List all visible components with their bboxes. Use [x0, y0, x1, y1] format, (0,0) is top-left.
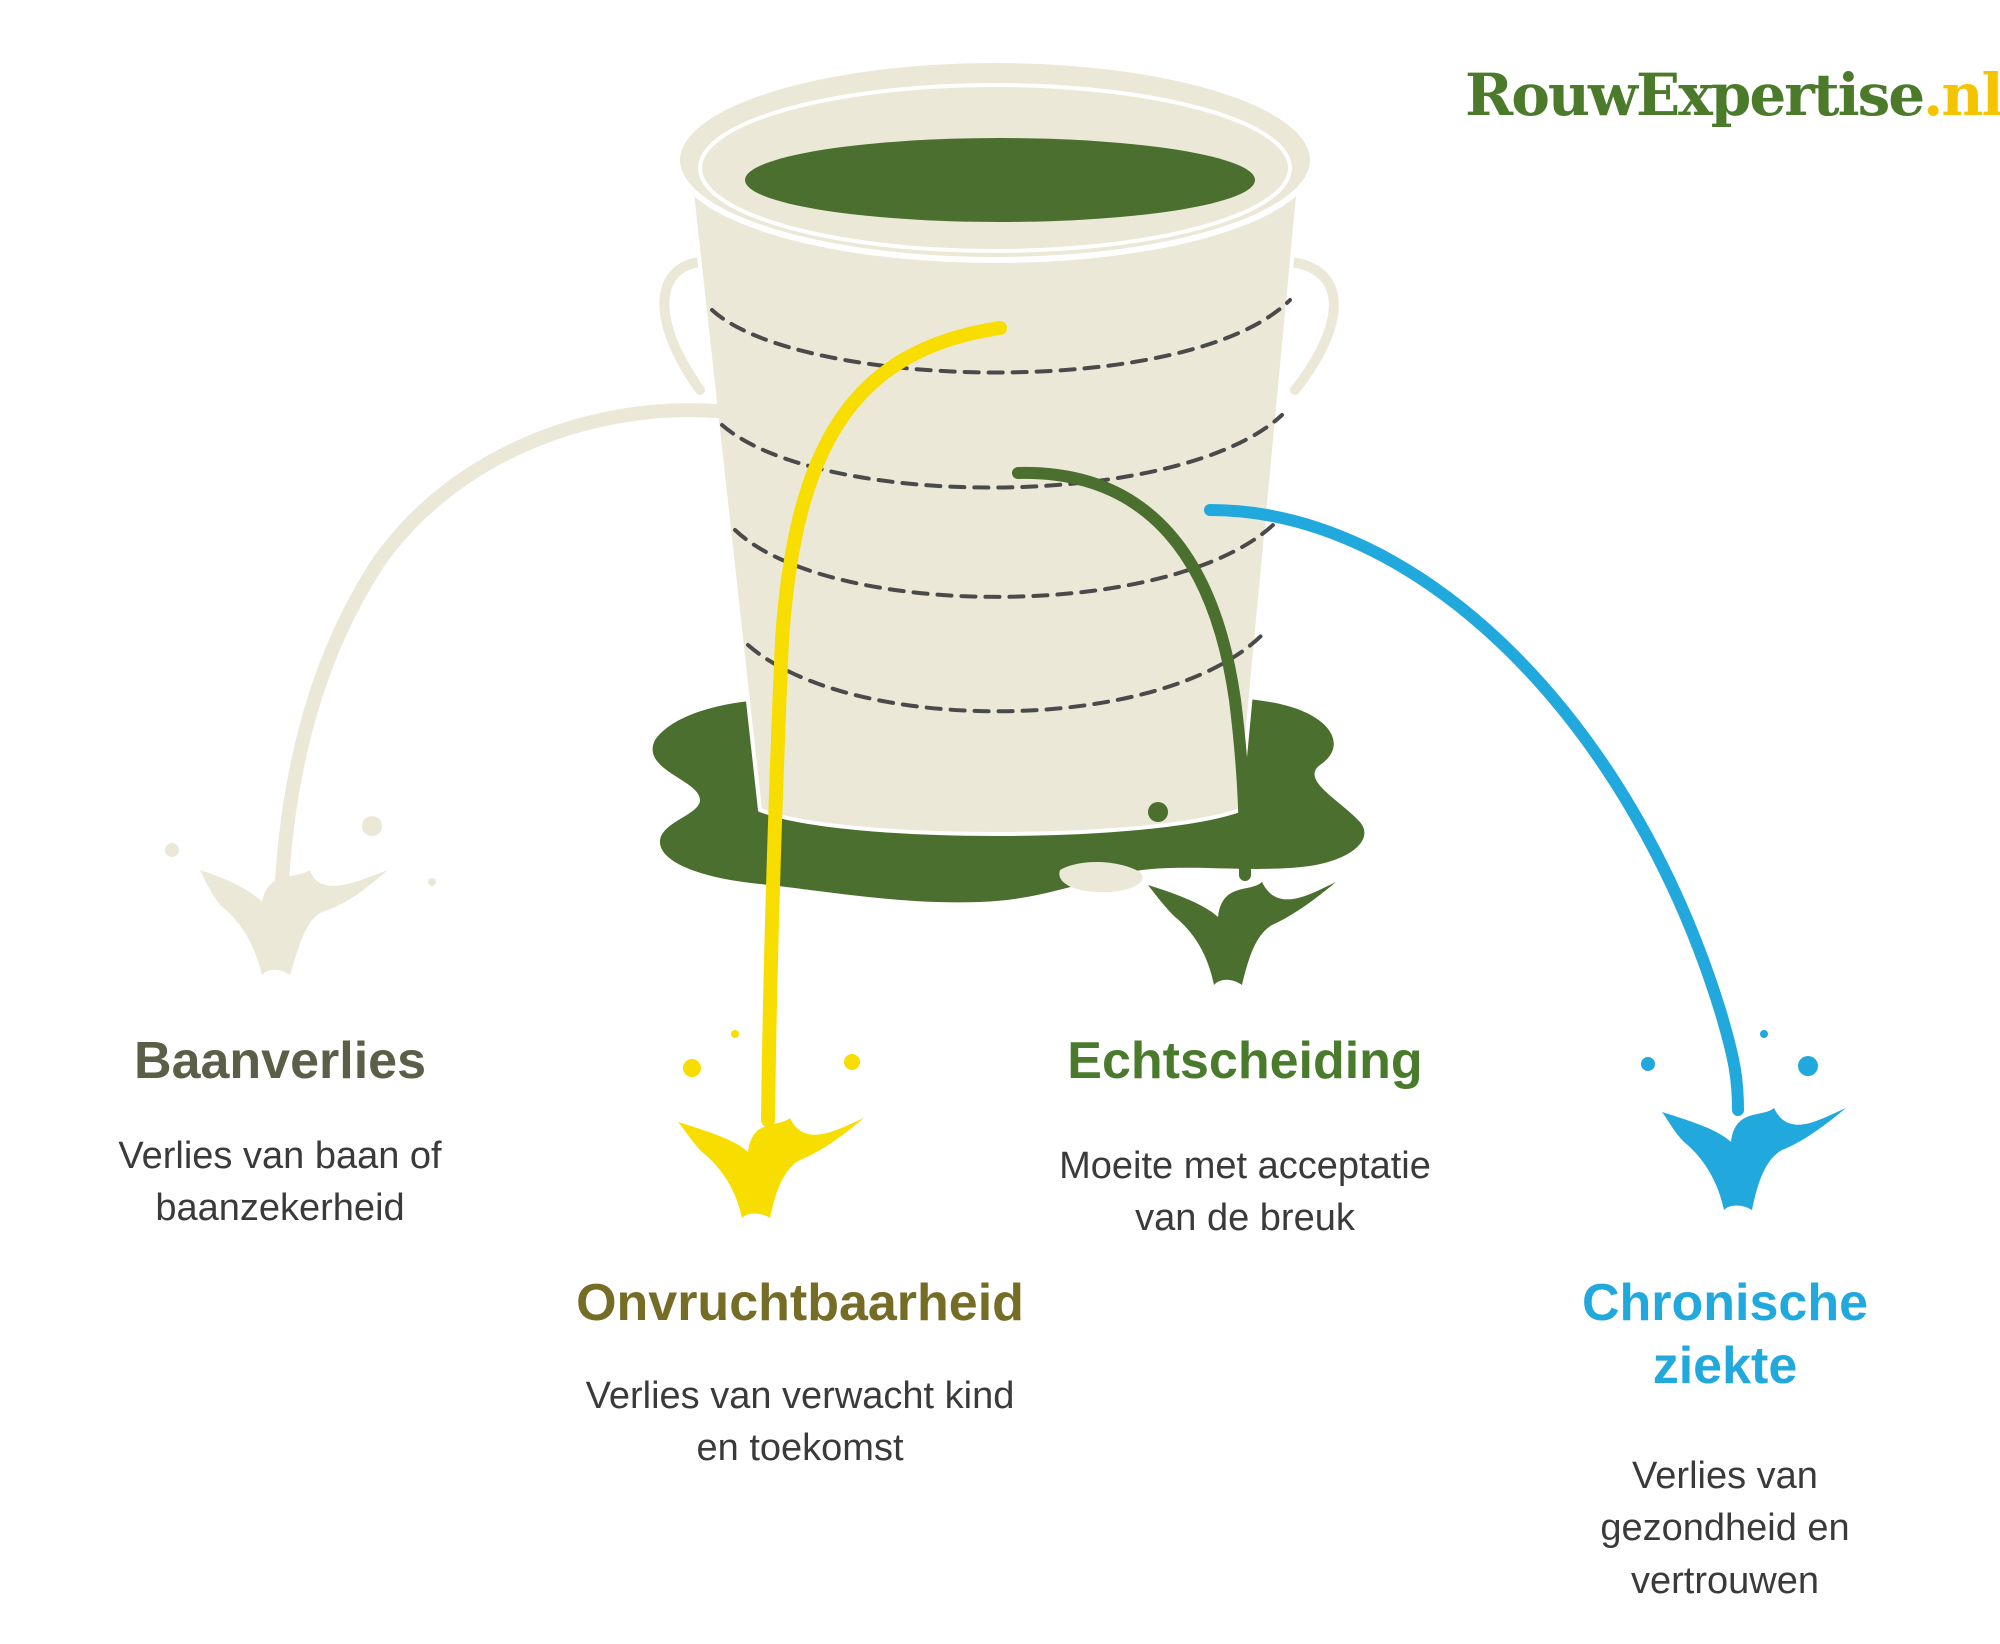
bucket-handle [659, 257, 705, 395]
logo-brand-text: RouwExpertise [1465, 61, 1925, 129]
logo-tld-text: .nl [1923, 61, 2000, 129]
chronische-ziekte-description: Verlies van gezondheid en vertrouwen [1600, 1455, 1850, 1602]
onvruchtbaarheid-title: Onvruchtbaarheid [576, 1274, 1024, 1332]
bucket-water [745, 138, 1255, 222]
blue-stream [1204, 504, 1744, 1116]
water-splash-puddle [1059, 861, 1143, 893]
blue-splash [1641, 1030, 1846, 1210]
bucket-body [687, 173, 1303, 836]
bucket-rim-inner [698, 83, 1292, 253]
chronische-ziekte-title: Chronische ziekte [1581, 1274, 1869, 1396]
echtscheiding-description: Moeite met acceptatie van de breuk [1059, 1145, 1431, 1240]
yellow-stream [761, 321, 1007, 1127]
onvruchtbaarheid-description: Verlies van verwacht kind en toekomst [585, 1375, 1015, 1470]
green-splash [1148, 802, 1336, 985]
bucket-seam-4 [746, 633, 1264, 714]
yellow-splash [678, 1030, 864, 1218]
baanverlies-description: Verlies van baan of baanzekerheid [118, 1135, 442, 1230]
bucket-handle-right [1285, 257, 1339, 395]
cream-stream [275, 403, 819, 887]
echtscheiding-title: Echtscheiding [1067, 1032, 1423, 1090]
baanverlies-title: Baanverlies [134, 1032, 426, 1090]
green-stream [1012, 466, 1251, 881]
bucket-seam-1 [710, 298, 1292, 375]
cream-splash [165, 816, 436, 975]
rouwexpertise-logo: RouwExpertise.nl [1465, 66, 2000, 124]
bucket-seam-2 [720, 413, 1284, 490]
